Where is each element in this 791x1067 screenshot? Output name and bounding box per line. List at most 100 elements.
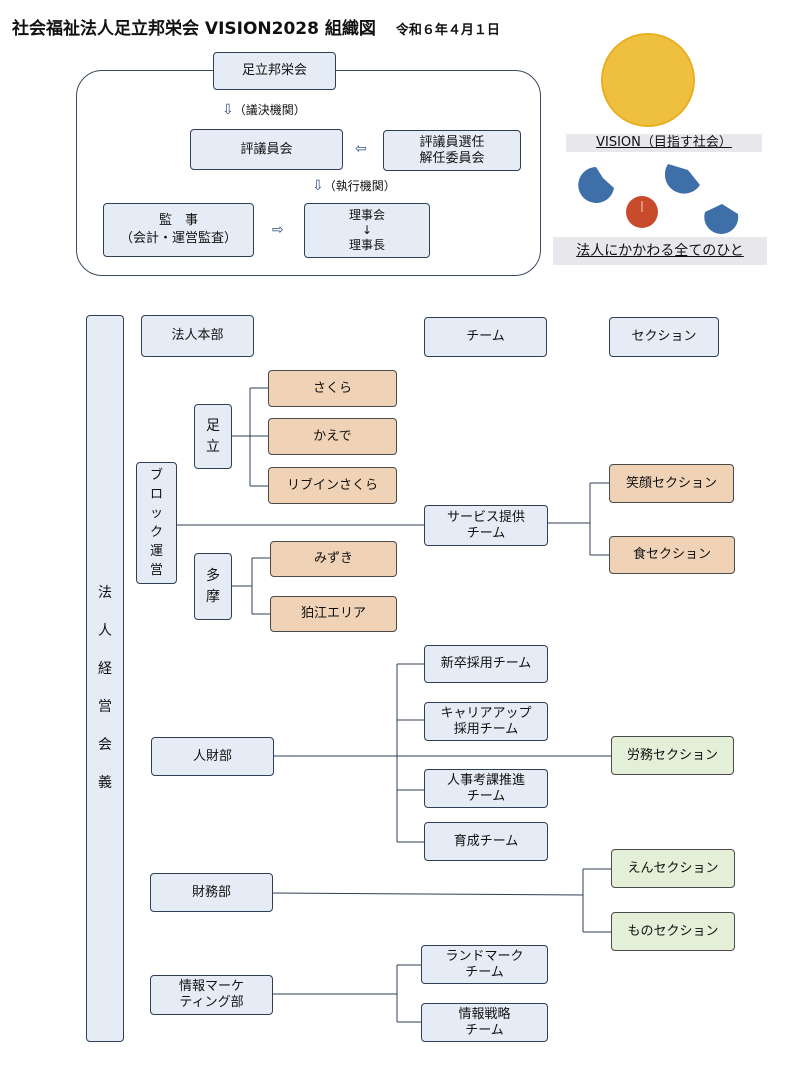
title-date: 令和６年４月１日 [395, 23, 500, 38]
councillors-box: 評議員会 [190, 129, 343, 170]
team-label-line1: 情報戦略 [458, 1006, 511, 1022]
councillors-label: 評議員会 [240, 141, 293, 157]
team-label-line2: チーム [466, 788, 506, 804]
team-label-line2: チーム [465, 1022, 504, 1038]
page-title: 社会福祉法人足立邦栄会 VISION2028 組織図 令和６年４月１日 [12, 14, 500, 39]
unit-kaede: かえで [268, 418, 397, 455]
block-char: 営 [149, 563, 163, 578]
section-label: 食セクション [632, 547, 711, 562]
marketing-dept-box: 情報マーケ ティング部 [150, 975, 273, 1015]
executive-label: （執行機関） [323, 179, 396, 193]
team-label: 新卒採用チーム [440, 656, 532, 671]
management-char: 法 [98, 585, 112, 601]
block-char: ッ [149, 506, 163, 521]
service-team-line2: チーム [466, 525, 506, 541]
adachi-box: 足 立 [194, 404, 232, 469]
marketing-dept-line1: 情報マーケ [178, 979, 244, 994]
section-label: ものセクション [627, 923, 719, 939]
board-arrow: ↓ [361, 223, 373, 237]
block-management-box: ブ ロ ッ ク 運 営 [136, 462, 177, 584]
down-arrow-icon: ⇩ [222, 102, 234, 118]
down-arrow-icon: ⇩ [312, 178, 324, 194]
management-char: 経 [98, 661, 112, 677]
unit-label: リブインさくら [286, 477, 378, 493]
tama-char: 摩 [206, 588, 220, 605]
section-mono: ものセクション [611, 912, 735, 951]
team-header-box: チーム [424, 317, 547, 357]
service-team-box: サービス提供 チーム [424, 505, 548, 546]
legislative-label: （議決機関） [233, 103, 306, 117]
section-label: 笑顔セクション [625, 475, 717, 491]
headquarters-label: 法人本部 [171, 328, 224, 343]
management-char: 人 [98, 623, 112, 639]
finance-dept-box: 財務部 [150, 873, 273, 912]
left-arrow-icon: ⇦ [355, 141, 367, 157]
people-label: 法人にかかわる全てのひと [553, 237, 767, 265]
vision-graphic [578, 33, 739, 234]
finance-dept-label: 財務部 [191, 884, 231, 900]
team-label: 育成チーム [453, 833, 519, 849]
management-char: 会 [98, 737, 112, 753]
team-label-line2: チーム [465, 964, 504, 980]
auditor-box: 監 事 （会計・運営監査） [103, 203, 254, 257]
unit-label: みずき [313, 551, 353, 566]
adachi-char: 立 [206, 438, 220, 455]
corporation-box: 足立邦栄会 [213, 52, 336, 90]
section-label: 労務セクション [626, 747, 718, 763]
selection-committee-box: 評議員選任 解任委員会 [383, 130, 521, 171]
block-char: ブ [149, 468, 163, 483]
hr-team-evaluation: 人事考課推進 チーム [424, 769, 548, 808]
legislative-arrow: ⇩（議決機関） [222, 101, 306, 118]
section-label: えんセクション [627, 860, 719, 876]
bird-shape-right [704, 204, 739, 234]
hr-team-new-grad: 新卒採用チーム [424, 645, 548, 683]
unit-livin-sakura: リブインさくら [268, 467, 397, 504]
hr-team-training: 育成チーム [424, 822, 548, 861]
sun-shape [601, 33, 695, 127]
unit-label: かえで [313, 428, 352, 444]
section-en: えんセクション [611, 849, 735, 888]
management-char: 義 [98, 775, 112, 791]
section-header-label: セクション [631, 329, 697, 344]
block-char: ク [149, 525, 163, 540]
service-team-line1: サービス提供 [446, 509, 525, 525]
team-label-line1: キャリアアップ [440, 705, 532, 721]
team-label-line2: 採用チーム [453, 721, 519, 737]
unit-komae-area: 狛江エリア [270, 596, 397, 632]
team-label-line1: 人事考課推進 [446, 772, 525, 788]
selection-committee-line2: 解任委員会 [419, 150, 485, 166]
bird-shape-left [578, 167, 614, 203]
executive-arrow: ⇩（執行機関） [312, 177, 396, 194]
unit-sakura: さくら [268, 370, 397, 407]
right-arrow-icon: ⇨ [272, 222, 284, 238]
unit-mizuki: みずき [270, 541, 397, 577]
marketing-dept-line2: ティング部 [179, 995, 244, 1010]
board-line1: 理事会 [348, 208, 385, 222]
unit-label: 狛江エリア [300, 606, 366, 621]
headquarters-box: 法人本部 [141, 315, 254, 357]
auditor-line2: （会計・運営監査） [119, 231, 237, 246]
management-char: 営 [98, 699, 112, 715]
section-header-box: セクション [609, 317, 719, 357]
selection-committee-line1: 評議員選任 [419, 134, 485, 150]
block-char: 運 [149, 544, 163, 559]
management-council-box: 法 人 経 営 会 義 [86, 315, 124, 1042]
board-box: 理事会 ↓ 理事長 [304, 203, 430, 258]
hr-dept-label: 人財部 [192, 748, 232, 764]
section-labor: 労務セクション [611, 736, 734, 775]
tama-char: 多 [206, 567, 220, 584]
tama-box: 多 摩 [194, 553, 232, 620]
bird-shape-top [664, 164, 700, 194]
hr-dept-box: 人財部 [151, 737, 274, 776]
team-label-line1: ランドマーク [445, 948, 524, 964]
section-shoku: 食セクション [609, 536, 735, 574]
vision-label: VISION（目指す社会） [566, 134, 762, 152]
marketing-team-landmark: ランドマーク チーム [421, 945, 548, 984]
marketing-team-strategy: 情報戦略 チーム [421, 1003, 548, 1042]
corporation-label: 足立邦栄会 [241, 63, 307, 78]
adachi-char: 足 [206, 417, 220, 434]
hr-team-career: キャリアアップ 採用チーム [424, 702, 548, 741]
block-char: ロ [149, 487, 163, 502]
unit-label: さくら [312, 380, 352, 396]
